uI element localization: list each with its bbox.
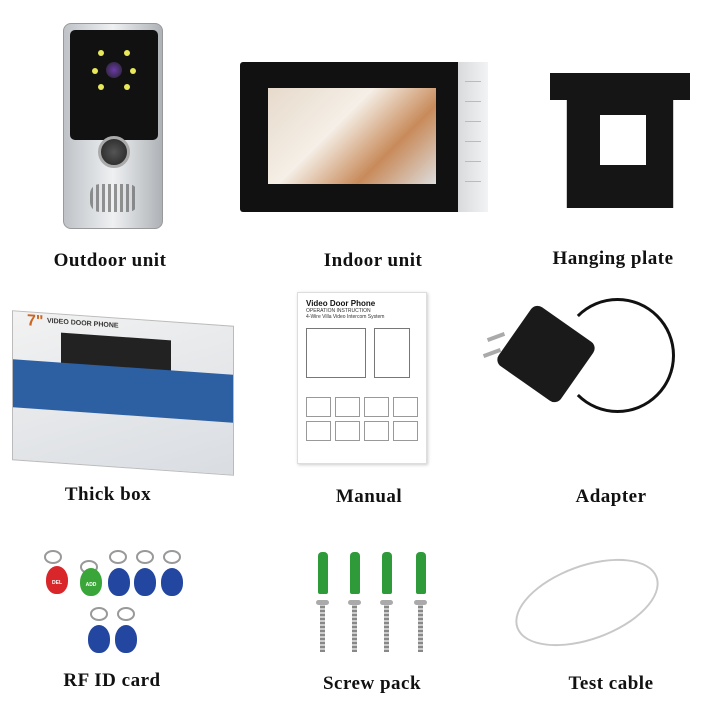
test-cable-image	[503, 541, 671, 664]
manual-title: Video Door Phone	[306, 299, 376, 308]
label-hanging-plate: Hanging plate	[552, 248, 674, 269]
label-screw-pack: Screw pack	[322, 673, 422, 694]
label-rf-id-card: RF ID card	[63, 670, 161, 691]
monitor-screen-photo	[268, 88, 436, 184]
hanging-plate-image	[550, 73, 690, 208]
adapter-cord	[560, 298, 675, 413]
label-indoor-unit: Indoor unit	[323, 250, 423, 271]
manual-subtitle: OPERATION INSTRUCTION	[306, 308, 371, 314]
tag-add-text: ADD	[85, 582, 97, 588]
label-thick-box: Thick box	[64, 484, 152, 505]
label-manual: Manual	[335, 486, 403, 507]
label-adapter: Adapter	[575, 486, 647, 507]
outdoor-unit-image	[63, 23, 163, 229]
box-title-text: VIDEO DOOR PHONE	[47, 317, 119, 330]
call-button-icon	[98, 136, 130, 168]
manual-subtitle2: 4-Wire Villa Video Intercom System	[306, 314, 385, 320]
thick-box-image: 7" VIDEO DOOR PHONE	[12, 310, 234, 476]
label-test-cable: Test cable	[568, 673, 654, 694]
box-size-text: 7"	[27, 312, 44, 331]
speaker-grille-icon	[90, 184, 138, 212]
tag-del-text: DEL	[52, 580, 62, 586]
indoor-unit-image	[240, 62, 488, 212]
camera-lens-icon	[106, 62, 122, 78]
manual-image: Video Door Phone OPERATION INSTRUCTION 4…	[297, 292, 427, 464]
label-outdoor-unit: Outdoor unit	[53, 250, 167, 271]
